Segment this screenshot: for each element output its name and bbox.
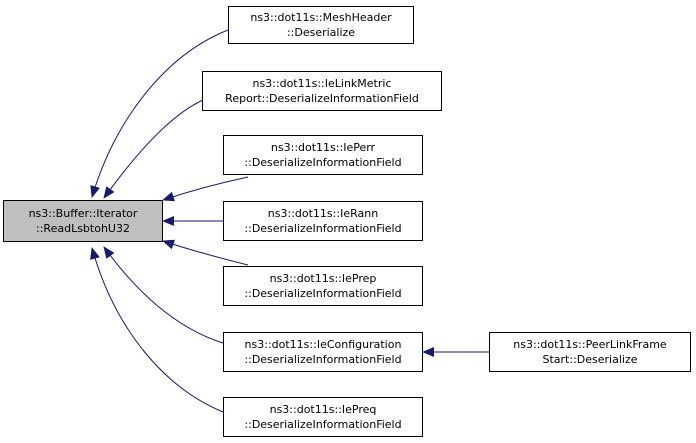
node-ieprep-deserialize[interactable]: ns3::dot11s::IePrep ::DeserializeInforma…: [223, 266, 423, 306]
edge-ie-prep: [162, 239, 249, 266]
node-line: ::DeserializeInformationField: [244, 287, 402, 300]
node-ieperr-deserialize[interactable]: ns3::dot11s::IePerr ::DeserializeInforma…: [223, 135, 423, 175]
node-line: ::DeserializeInformationField: [244, 156, 402, 169]
node-line: ::DeserializeInformationField: [244, 353, 402, 366]
node-line: ns3::dot11s::MeshHeader: [250, 11, 392, 24]
node-line: Report::DeserializeInformationField: [225, 92, 419, 105]
node-line: ::ReadLsbtohU32: [36, 222, 130, 235]
node-line: ns3::dot11s::IeLinkMetric: [252, 77, 392, 90]
node-line: ns3::dot11s::IeConfiguration: [244, 338, 402, 351]
node-iepreq-deserialize[interactable]: ns3::dot11s::IePreq ::DeserializeInforma…: [223, 397, 423, 437]
node-line: ns3::dot11s::IePerr: [270, 141, 376, 154]
node-peerlinkframestart-deserialize[interactable]: ns3::dot11s::PeerLinkFrame Start::Deseri…: [489, 332, 691, 372]
edge-ie-preq: [90, 247, 224, 413]
node-line: ::Deserialize: [286, 26, 356, 39]
edge-mesh-header: [90, 29, 229, 198]
node-line: ns3::dot11s::PeerLinkFrame: [513, 338, 667, 351]
node-buffer-iterator-readlsbtohu32: ns3::Buffer::Iterator ::ReadLsbtohU32: [3, 200, 163, 242]
node-line: ns3::dot11s::IePrep: [269, 272, 377, 285]
node-line: ns3::dot11s::IePreq: [269, 403, 377, 416]
node-ierann-deserialize[interactable]: ns3::dot11s::IeRann ::DeserializeInforma…: [223, 201, 423, 241]
node-line: ns3::Buffer::Iterator: [28, 207, 138, 220]
node-meshheader-deserialize[interactable]: ns3::dot11s::MeshHeader ::Deserialize: [228, 6, 414, 44]
node-ieconfiguration-deserialize[interactable]: ns3::dot11s::IeConfiguration ::Deseriali…: [223, 332, 423, 372]
node-line: ::DeserializeInformationField: [244, 222, 402, 235]
node-line: ns3::dot11s::IeRann: [267, 207, 379, 220]
node-line: ::DeserializeInformationField: [244, 418, 402, 431]
node-ielinkmetricreport-deserialize[interactable]: ns3::dot11s::IeLinkMetric Report::Deseri…: [202, 71, 442, 111]
edge-ie-link-metric: [103, 99, 204, 199]
edge-ie-configuration: [103, 246, 224, 344]
edge-ie-perr: [162, 176, 249, 202]
node-line: Start::Deserialize: [542, 353, 638, 366]
